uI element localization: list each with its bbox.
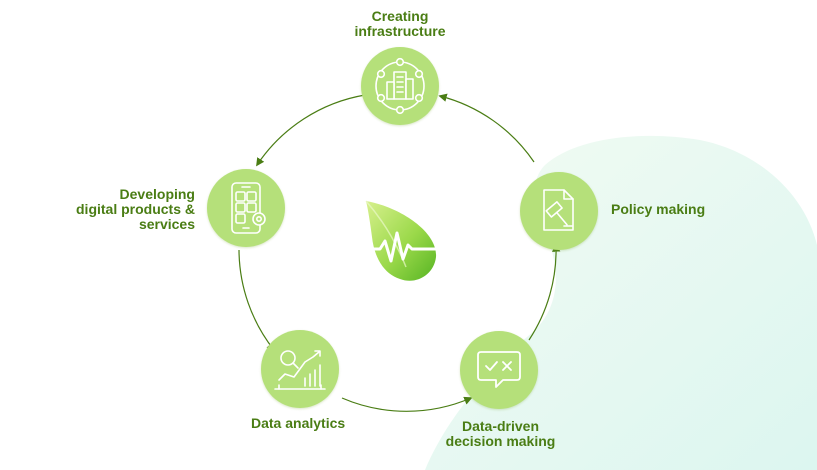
node-policy xyxy=(520,172,598,250)
magnifier-chart-icon xyxy=(274,350,326,390)
arrow-decision-to-policy xyxy=(528,243,561,341)
smartphone-apps-icon xyxy=(231,182,266,234)
node-analytics xyxy=(261,330,339,408)
node-digital xyxy=(207,169,285,247)
arrow-infrastructure-to-digital xyxy=(256,94,366,167)
label-digital: Developing digital products & services xyxy=(76,186,195,232)
chat-check-cross-icon xyxy=(477,351,521,388)
label-infrastructure: Creating infrastructure xyxy=(354,8,446,39)
leaf-pulse-icon xyxy=(365,200,448,281)
label-policy: Policy making xyxy=(611,201,706,217)
label-decision: Data-driven decision making xyxy=(445,418,556,449)
building-network-icon xyxy=(375,57,425,115)
document-gavel-icon xyxy=(543,189,574,231)
arrow-policy-to-infrastructure xyxy=(438,93,535,163)
arrow-digital-to-analytics xyxy=(238,249,276,352)
arrow-analytics-to-decision xyxy=(341,396,473,412)
label-analytics: Data analytics xyxy=(251,415,346,431)
node-infrastructure xyxy=(361,47,439,125)
node-decision xyxy=(460,331,538,409)
